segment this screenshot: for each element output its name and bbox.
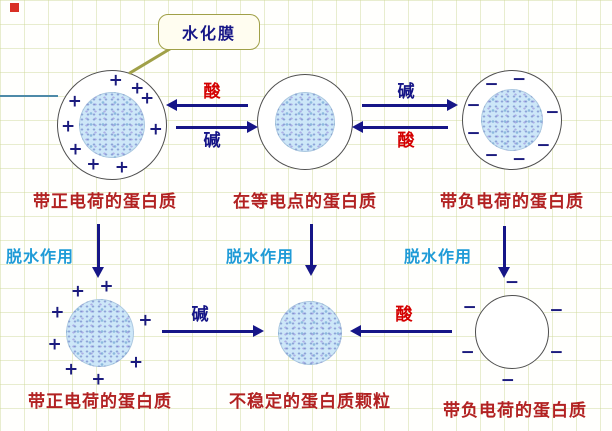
caption-unstable-particle: 不稳定的蛋白质颗粒 — [229, 392, 391, 412]
positive-charge: + — [130, 78, 145, 99]
positive-charge: + — [138, 310, 153, 331]
base-arrow-right — [162, 330, 254, 333]
negative-charge: − — [511, 149, 527, 170]
positive-charge: + — [63, 359, 79, 380]
protein-positive-dehydrated: ++++++++ — [47, 278, 152, 389]
protein-core-ball — [66, 299, 134, 367]
protein-shell-only — [475, 295, 549, 369]
dehydration-label: 脱水作用 — [404, 247, 473, 266]
acid-label: 酸 — [395, 305, 413, 325]
positive-charge: + — [70, 281, 86, 301]
base-label: 碱 — [203, 131, 221, 151]
negative-charge: − — [500, 370, 515, 391]
protein-negative-hydrated: −−−−−−−− — [462, 70, 562, 170]
corner-mark — [10, 3, 19, 12]
positive-charge: + — [60, 116, 76, 137]
positive-charge: + — [128, 352, 144, 373]
negative-charge: − — [536, 135, 551, 156]
callout-leader-line — [0, 95, 58, 97]
positive-charge: + — [68, 139, 83, 160]
dehydration-label: 脱水作用 — [226, 247, 295, 266]
positive-charge: + — [86, 154, 101, 175]
protein-core-ball — [275, 92, 335, 152]
positive-charge: + — [148, 119, 163, 140]
acid-arrow-left — [360, 330, 452, 333]
hydration-film-callout: 水化膜 — [158, 14, 260, 50]
protein-negative-dehydrated: − − − − − − — [460, 274, 563, 389]
base-arrow-right — [176, 126, 248, 129]
caption-positive-protein: 带正电荷的蛋白质 — [28, 392, 172, 412]
acid-label: 酸 — [203, 82, 221, 102]
protein-core-ball — [481, 89, 543, 151]
negative-charge: − — [545, 102, 560, 123]
acid-arrow-left — [362, 126, 448, 129]
caption-isoelectric-protein: 在等电点的蛋白质 — [233, 192, 377, 212]
positive-charge: + — [139, 88, 155, 108]
dehydration-arrow-down — [97, 224, 100, 268]
positive-charge: + — [47, 334, 62, 355]
protein-isoelectric-hydrated — [257, 74, 353, 170]
caption-negative-protein: 带负电荷的蛋白质 — [440, 192, 584, 212]
protein-core-ball — [278, 301, 342, 365]
negative-charge: − — [466, 123, 481, 144]
dehydration-arrow-down — [310, 224, 313, 266]
hydration-film-label: 水化膜 — [181, 24, 236, 43]
negative-charge: − — [511, 69, 527, 90]
base-label: 碱 — [191, 305, 209, 325]
acid-arrow-left — [176, 104, 248, 107]
negative-charge: − — [466, 95, 481, 116]
positive-charge: + — [114, 157, 130, 178]
negative-charge: − — [549, 300, 564, 321]
positive-charge: + — [50, 302, 65, 323]
negative-charge: − — [484, 145, 499, 165]
acid-label: 酸 — [397, 131, 415, 151]
protein-unstable-particle — [278, 301, 342, 365]
negative-charge: − — [460, 342, 475, 363]
dehydration-label: 脱水作用 — [6, 247, 75, 266]
caption-negative-protein: 带负电荷的蛋白质 — [443, 401, 587, 421]
base-arrow-right — [362, 104, 448, 107]
base-label: 碱 — [397, 82, 415, 102]
negative-charge: − — [484, 74, 499, 94]
caption-positive-protein: 带正电荷的蛋白质 — [33, 192, 177, 212]
positive-charge: + — [99, 276, 114, 296]
protein-positive-hydrated: +++++++++ — [57, 70, 167, 180]
negative-charge: − — [504, 272, 520, 293]
protein-core-ball — [79, 92, 145, 158]
negative-charge: − — [549, 342, 564, 363]
dehydration-arrow-down — [503, 226, 506, 268]
positive-charge: + — [67, 91, 82, 112]
negative-charge: − — [462, 297, 477, 317]
positive-charge: + — [108, 70, 123, 91]
positive-charge: + — [91, 369, 106, 390]
